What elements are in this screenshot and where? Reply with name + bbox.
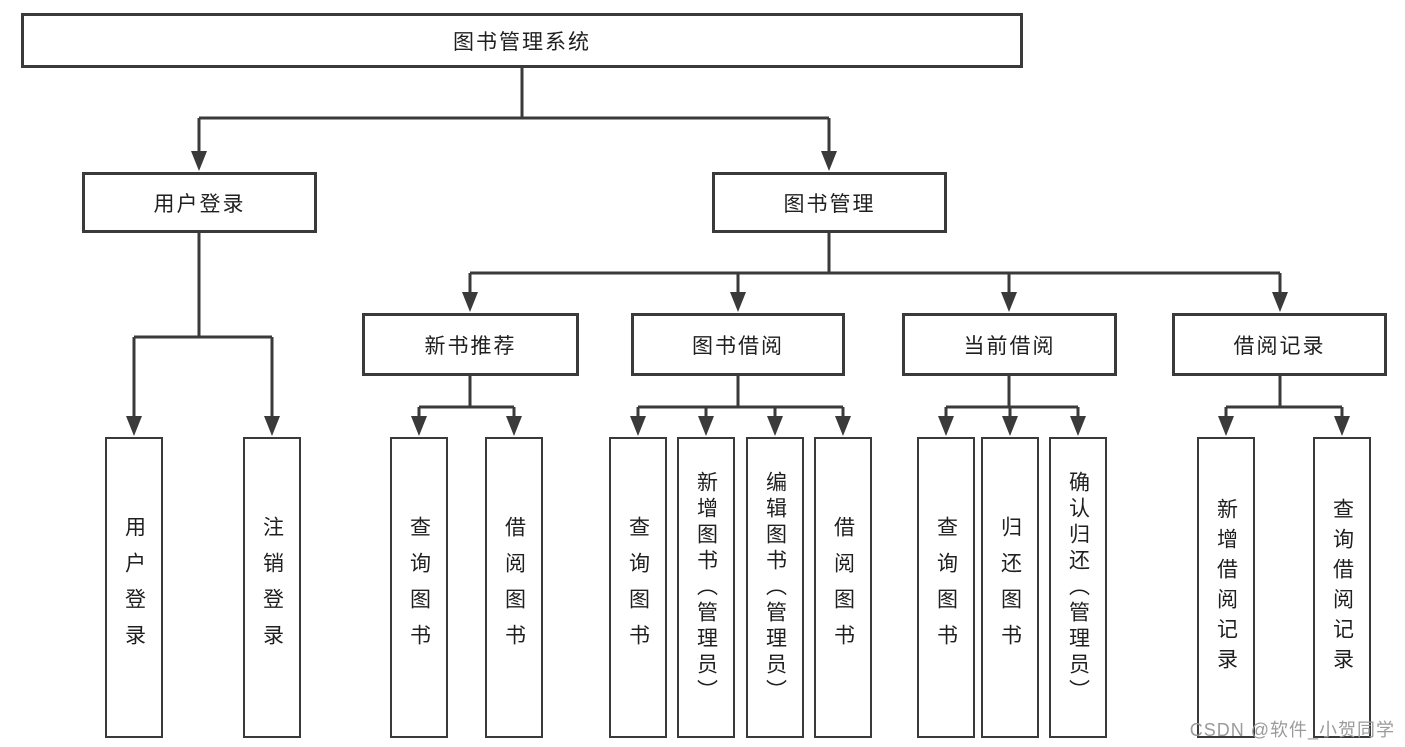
node-borrow-records: 借阅记录 xyxy=(1172,313,1387,376)
leaf-borrow-borrow-book: 借阅图书 xyxy=(814,437,872,738)
leaf-borrow-add-book-admin: 新增图书（管理员） xyxy=(677,437,735,738)
leaf-user-login: 用户登录 xyxy=(105,437,163,738)
node-new-book-recommend: 新书推荐 xyxy=(362,313,579,376)
node-user-login: 用户登录 xyxy=(82,172,317,233)
leaf-current-confirm-return-admin: 确认归还（管理员） xyxy=(1049,437,1107,738)
node-root-system: 图书管理系统 xyxy=(21,13,1023,68)
node-book-borrow: 图书借阅 xyxy=(631,313,845,376)
node-current-borrow: 当前借阅 xyxy=(902,313,1117,376)
csdn-watermark: CSDN @软件_小贺同学 xyxy=(1189,720,1395,740)
leaf-current-return-book: 归还图书 xyxy=(981,437,1039,738)
leaf-borrow-edit-book-admin: 编辑图书（管理员） xyxy=(746,437,804,738)
leaf-newrec-borrow-book: 借阅图书 xyxy=(485,437,543,738)
leaf-records-query-record: 查询借阅记录 xyxy=(1313,437,1371,738)
leaf-logout-login: 注销登录 xyxy=(243,437,301,738)
leaf-borrow-query-book: 查询图书 xyxy=(609,437,667,738)
leaf-records-add-record: 新增借阅记录 xyxy=(1197,437,1255,738)
leaf-newrec-query-book: 查询图书 xyxy=(390,437,448,738)
node-book-management: 图书管理 xyxy=(712,172,947,233)
leaf-current-query-book: 查询图书 xyxy=(917,437,975,738)
